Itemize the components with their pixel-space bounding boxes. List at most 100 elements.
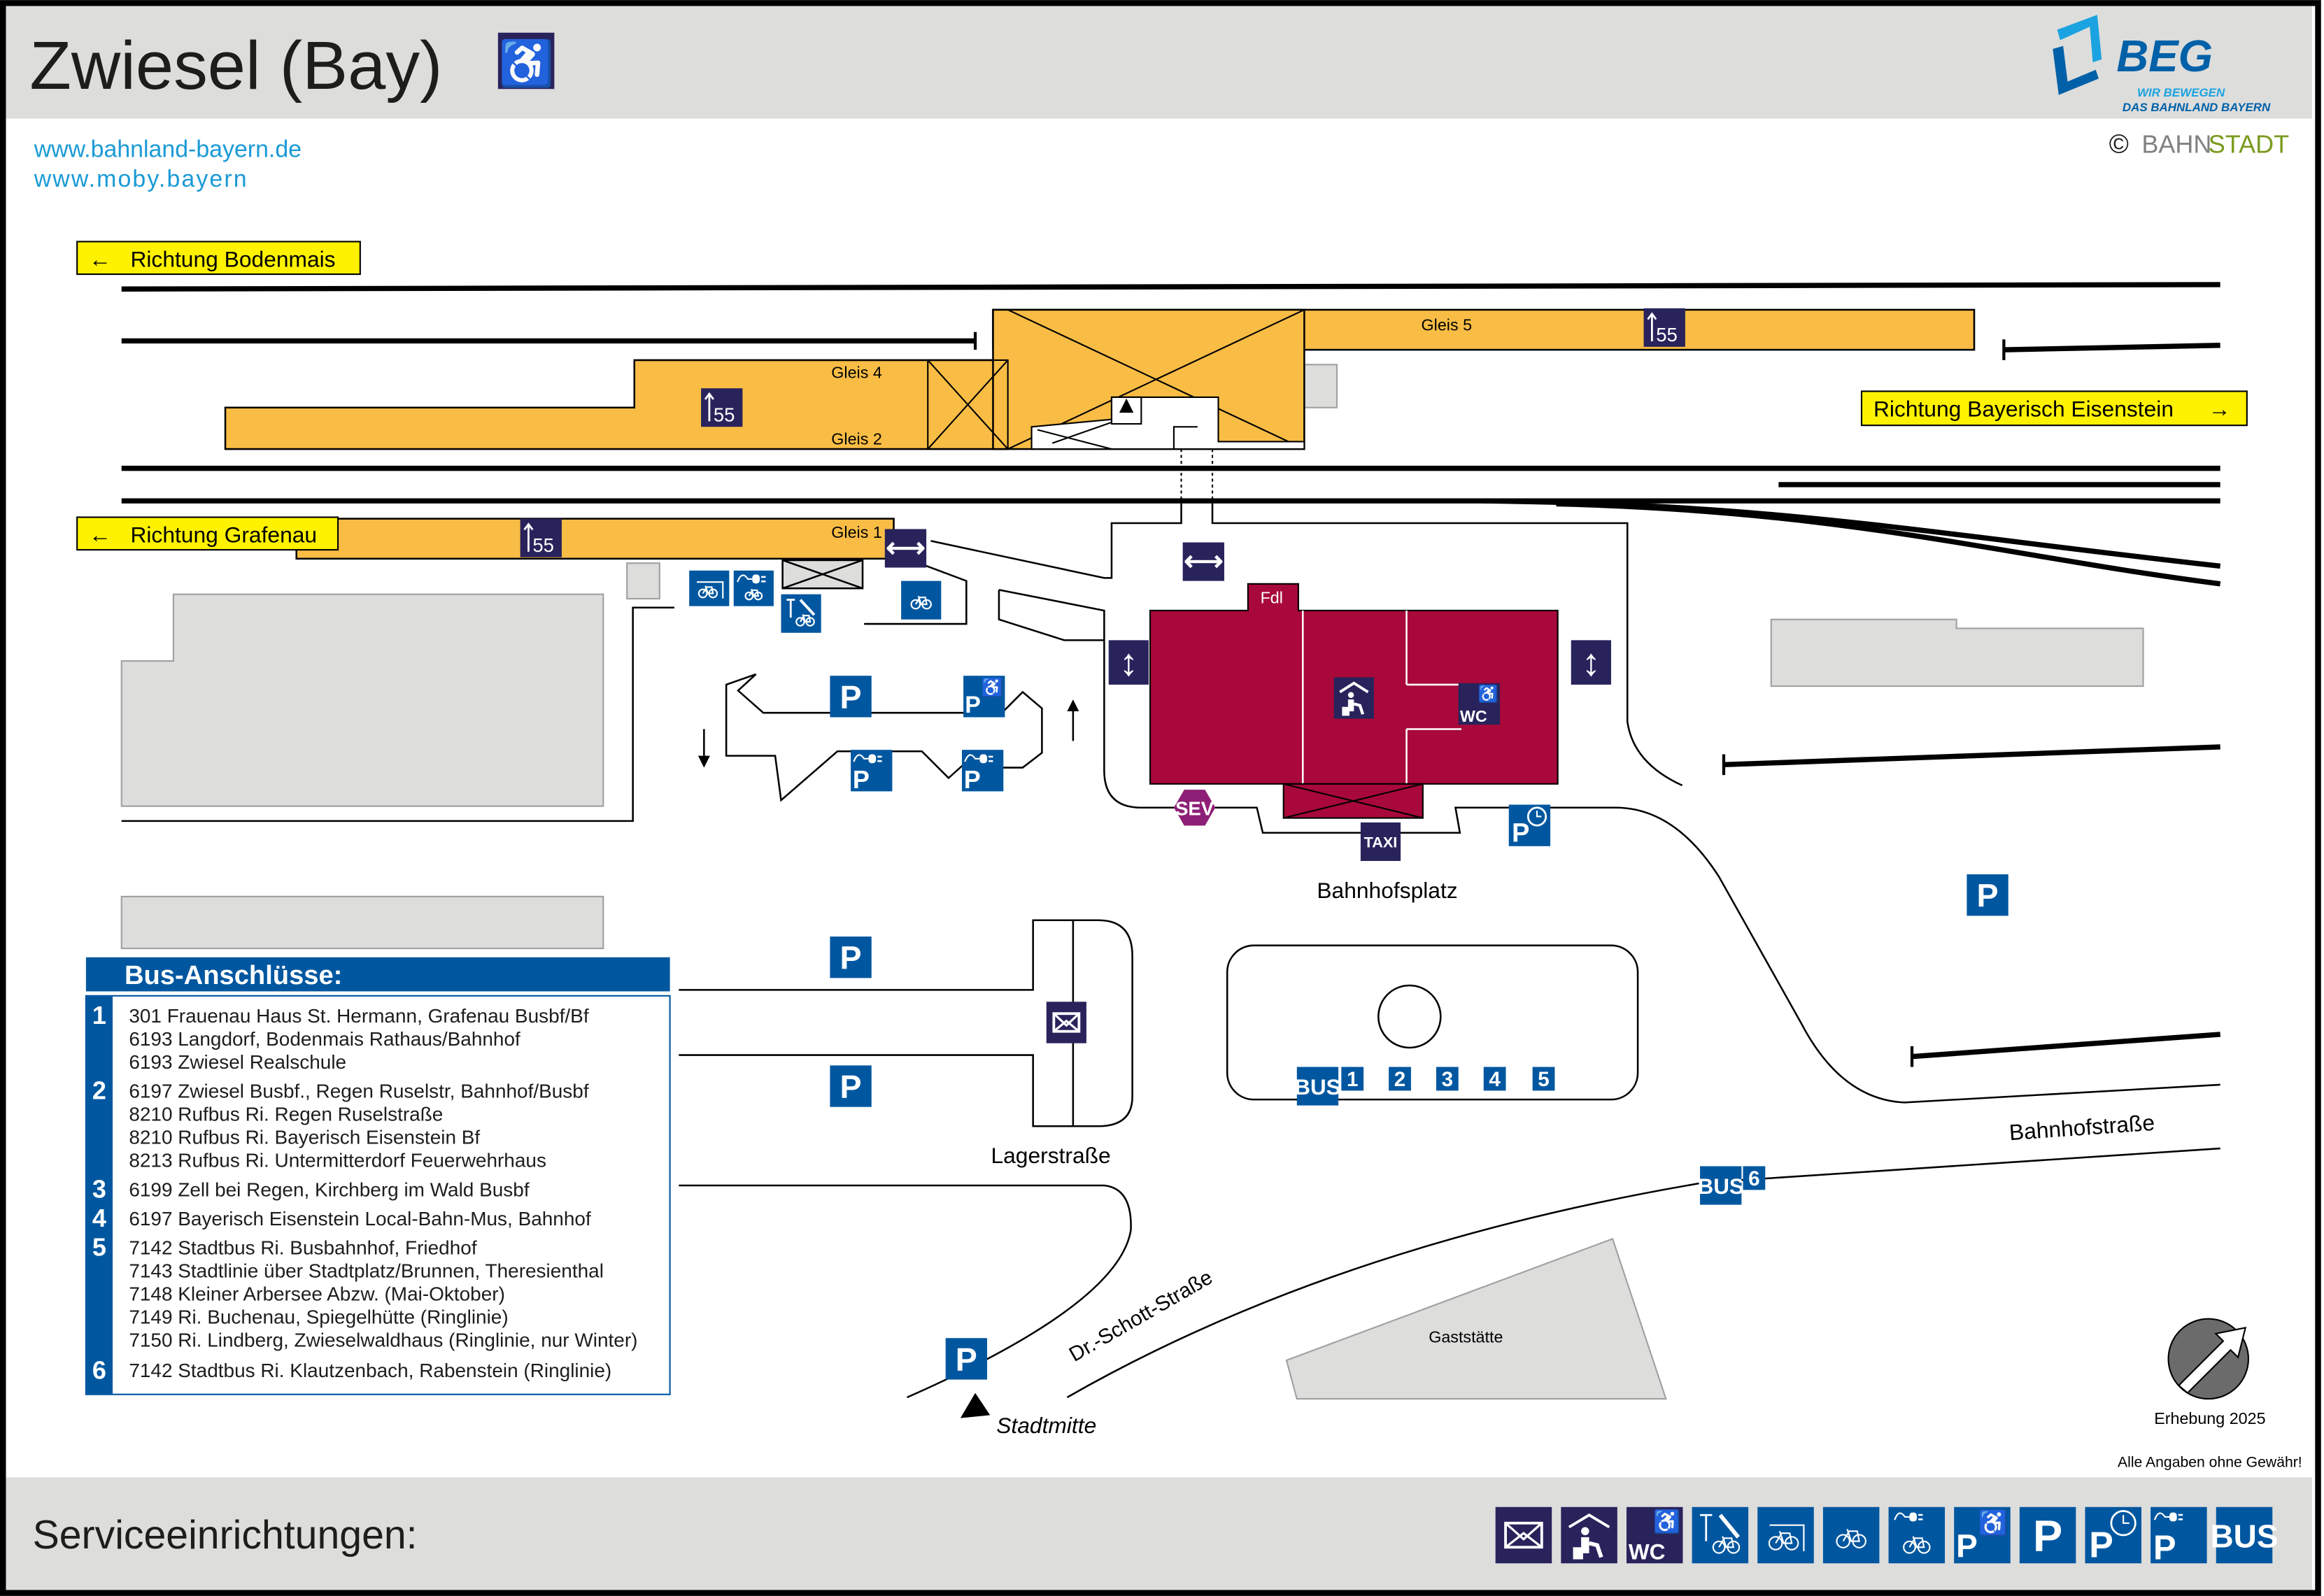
header-band bbox=[6, 6, 2313, 119]
taxi-stand-icon: TAXI bbox=[1360, 822, 1401, 862]
accessible-wc-icon: ♿ WC bbox=[1458, 683, 1501, 725]
svg-text:BUS: BUS bbox=[1294, 1075, 1340, 1099]
label-gaststaette: Gaststätte bbox=[1429, 1328, 1503, 1346]
beg-logo: BEG WIR BEWEGEN DAS BAHNLAND BAYERN bbox=[2053, 15, 2271, 114]
rail-replacement-bus-icon: SEV bbox=[1173, 790, 1216, 826]
svg-text:P: P bbox=[853, 765, 870, 794]
svg-text:P: P bbox=[840, 940, 862, 976]
waiting-room-icon bbox=[1333, 677, 1374, 719]
svg-text:♿: ♿ bbox=[982, 677, 1004, 698]
label-stadtmitte: Stadtmitte bbox=[996, 1413, 1096, 1438]
svg-text:STADT: STADT bbox=[2209, 129, 2289, 158]
link-moby-bayern[interactable]: www.moby.bayern bbox=[34, 166, 248, 192]
bus-line: 6199 Zell bei Regen, Kirchberg im Wald B… bbox=[129, 1178, 530, 1200]
parking-icon: P bbox=[830, 676, 872, 718]
svg-text:WC: WC bbox=[1460, 707, 1487, 725]
disclaimer: Alle Angaben ohne Gewähr! bbox=[2118, 1455, 2302, 1471]
platform-gleis-1 bbox=[295, 518, 895, 560]
entrance-icon: ↕ bbox=[1571, 640, 1611, 685]
legend-ev-charging-parking-icon: P bbox=[2151, 1506, 2207, 1567]
svg-text:BAHN: BAHN bbox=[2141, 129, 2211, 158]
label-gleis-1: Gleis 1 bbox=[831, 523, 882, 541]
bus-stop-badge-6: 6 bbox=[1743, 1166, 1766, 1190]
svg-text:P: P bbox=[964, 765, 981, 794]
bus-stop-number: 3 bbox=[92, 1174, 106, 1203]
bus-line: 8213 Rufbus Ri. Untermitterdorf Feuerweh… bbox=[129, 1150, 546, 1171]
platform-height-55-icon: 55 bbox=[1643, 308, 1685, 347]
bus-group-3: 3 6199 Zell bei Regen, Kirchberg im Wald … bbox=[92, 1174, 530, 1203]
legend-bike-repair-icon bbox=[1692, 1506, 1749, 1564]
svg-text:4: 4 bbox=[1489, 1068, 1501, 1091]
ebike-charging-icon bbox=[733, 570, 774, 606]
footer-title: Serviceeinrichtungen: bbox=[33, 1513, 418, 1558]
direction-grafenau: ← Richtung Grafenau bbox=[76, 516, 339, 551]
svg-text:WIR BEWEGEN: WIR BEWEGEN bbox=[2137, 86, 2225, 99]
bahnstadt-copyright: © BAHN STADT bbox=[2109, 129, 2289, 159]
direction-bayerisch-eisenstein: Richtung Bayerisch Eisenstein → bbox=[1860, 390, 2248, 427]
svg-text:Richtung Bayerisch Eisenstein: Richtung Bayerisch Eisenstein bbox=[1873, 396, 2174, 421]
bus-stop-number: 4 bbox=[92, 1204, 106, 1232]
parking-icon: P bbox=[830, 936, 872, 978]
level-crossing-icon: ⟷ bbox=[884, 529, 927, 568]
svg-text:P: P bbox=[840, 679, 862, 715]
svg-text:P: P bbox=[965, 692, 981, 718]
bus-line: 7142 Stadtbus Ri. Busbahnhof, Friedhof bbox=[129, 1237, 477, 1258]
svg-text:P: P bbox=[956, 1341, 977, 1378]
north-compass-icon bbox=[2167, 1318, 2250, 1400]
svg-text:Richtung Grafenau: Richtung Grafenau bbox=[130, 522, 317, 548]
svg-text:⟷: ⟷ bbox=[886, 532, 925, 563]
legend-accessible-wc-icon: ♿WC bbox=[1626, 1506, 1683, 1565]
svg-text:DAS BAHNLAND BAYERN: DAS BAHNLAND BAYERN bbox=[2123, 101, 2271, 114]
bus-stop-icon: BUS bbox=[1697, 1166, 1744, 1205]
svg-text:BUS: BUS bbox=[1697, 1174, 1743, 1199]
ev-charging-parking-icon: P bbox=[961, 750, 1004, 794]
bus-table-title: Bus-Anschlüsse: bbox=[125, 960, 342, 990]
label-bahnhofsplatz: Bahnhofsplatz bbox=[1317, 878, 1457, 903]
label-gleis-4: Gleis 4 bbox=[831, 363, 882, 381]
ev-charging-parking-icon: P bbox=[851, 750, 893, 794]
svg-text:6: 6 bbox=[1748, 1167, 1760, 1190]
railway-tracks bbox=[121, 282, 2221, 1067]
bus-line: 6193 Zwiesel Realschule bbox=[129, 1051, 346, 1073]
svg-text:♿: ♿ bbox=[499, 38, 554, 88]
svg-text:Richtung Bodenmais: Richtung Bodenmais bbox=[130, 246, 335, 271]
svg-text:WC: WC bbox=[1629, 1539, 1666, 1565]
legend-ebike-charging-icon bbox=[1888, 1506, 1946, 1564]
svg-text:⟷: ⟷ bbox=[1184, 546, 1223, 576]
svg-text:55: 55 bbox=[532, 534, 554, 556]
svg-text:BEG: BEG bbox=[2116, 31, 2213, 81]
bus-line: 7143 Stadtlinie über Stadtplatz/Brunnen,… bbox=[129, 1260, 604, 1281]
entrance-icon: ↕ bbox=[1108, 640, 1149, 685]
survey-year: Erhebung 2025 bbox=[2154, 1409, 2265, 1427]
page-title: Zwiesel (Bay) bbox=[29, 27, 442, 104]
svg-text:P: P bbox=[1956, 1528, 1978, 1565]
label-lagerstrasse: Lagerstraße bbox=[991, 1143, 1110, 1168]
bus-stop-badge-1: 1 bbox=[1341, 1067, 1364, 1091]
svg-text:♿: ♿ bbox=[1978, 1509, 2008, 1537]
svg-text:SEV: SEV bbox=[1175, 797, 1214, 819]
accessible-station-icon: ♿ bbox=[497, 32, 555, 90]
direction-bodenmais: ← Richtung Bodenmais bbox=[76, 241, 361, 276]
svg-text:↕: ↕ bbox=[1582, 641, 1601, 683]
svg-text:55: 55 bbox=[1656, 324, 1678, 345]
bus-stop-badge-5: 5 bbox=[1532, 1067, 1555, 1091]
link-bahnland-bayern[interactable]: www.bahnland-bayern.de bbox=[34, 136, 302, 163]
legend-waiting-room-icon bbox=[1561, 1506, 1617, 1564]
legend-bus-stop-icon: BUS bbox=[2210, 1506, 2279, 1564]
svg-text:55: 55 bbox=[714, 404, 735, 425]
svg-text:P: P bbox=[840, 1069, 862, 1105]
bike-parking-icon bbox=[901, 580, 942, 620]
stadtmitte-arrow bbox=[960, 1392, 991, 1418]
direction-arrows bbox=[697, 699, 1079, 1418]
legend-parking-icon: P bbox=[2019, 1506, 2076, 1564]
svg-text:♿: ♿ bbox=[1478, 684, 1498, 704]
hall-structure bbox=[927, 308, 1305, 504]
bus-stop-number: 1 bbox=[92, 1001, 106, 1029]
platform-labels: Gleis 5 Gleis 4 Gleis 2 Gleis 1 bbox=[831, 316, 1472, 542]
svg-text:P: P bbox=[1977, 878, 1999, 914]
platform-height-55-icon: 55 bbox=[520, 518, 562, 557]
mailbox-icon bbox=[1046, 1002, 1086, 1043]
